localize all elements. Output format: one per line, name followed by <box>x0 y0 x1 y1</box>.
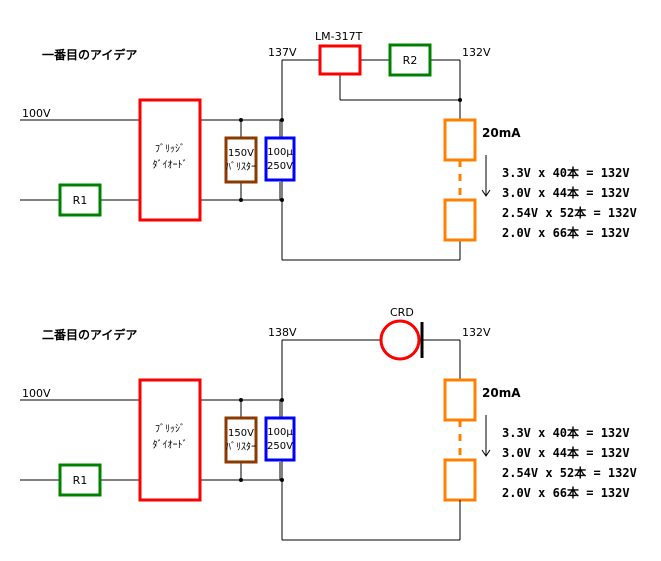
idea2-bridge-diode <box>138 378 202 502</box>
junction-dot <box>280 478 284 482</box>
junction-dot <box>239 118 243 122</box>
idea2-varistor-label-1: 150V <box>228 428 254 439</box>
junction-dot <box>458 98 462 102</box>
idea2-varistor <box>224 416 258 464</box>
idea1-r2-label: R2 <box>403 54 418 67</box>
idea2-led-bottom <box>443 458 477 502</box>
junction-dot <box>239 198 243 202</box>
idea2-combo-3: 2.54V x 52本 = 132V <box>502 465 637 480</box>
idea2-r1-label: R1 <box>73 474 88 487</box>
idea2-bridge-label-1: ﾌﾞﾘｯｼﾞ <box>155 423 185 435</box>
idea2-capacitor-label-1: 100μ <box>267 427 293 438</box>
idea2-combo-4: 2.0V x 66本 = 132V <box>502 485 630 500</box>
idea1-capacitor <box>264 136 296 182</box>
idea2-r1 <box>58 463 102 497</box>
junction-dot <box>239 398 243 402</box>
idea1-circuit: 一番目のアイデア 100V R1 ﾌﾞﾘｯｼﾞ ﾀﾞｲｵｰﾄﾞ <box>20 30 637 261</box>
junction-dot <box>280 118 284 122</box>
idea2-led-top <box>443 378 477 422</box>
idea2-v-before: 138V <box>268 326 297 339</box>
idea1-bridge-label-2: ﾀﾞｲｵｰﾄﾞ <box>153 159 188 171</box>
idea1-varistor-label-2: ﾊﾞﾘｽﾀｰ <box>226 161 256 173</box>
idea2-v-after: 132V <box>462 326 491 339</box>
idea1-r2 <box>388 43 432 77</box>
idea2-capacitor-label-2: 250V <box>267 441 293 452</box>
idea1-bridge-label-1: ﾌﾞﾘｯｼﾞ <box>155 143 185 155</box>
idea1-capacitor-label-1: 100μ <box>267 147 293 158</box>
idea2-varistor-label-2: ﾊﾞﾘｽﾀｰ <box>226 441 256 453</box>
idea2-arrow-head <box>481 449 491 457</box>
idea1-input-voltage: 100V <box>22 107 51 120</box>
idea1-arrow-head <box>481 189 491 197</box>
idea1-varistor <box>224 136 258 184</box>
junction-dot <box>239 478 243 482</box>
idea1-regulator-label: LM-317T <box>315 30 363 43</box>
idea1-capacitor-label-2: 250V <box>267 161 293 172</box>
idea1-combo-1: 3.3V x 40本 = 132V <box>502 165 630 180</box>
idea1-r1-label: R1 <box>73 194 88 207</box>
idea2-capacitor <box>264 416 296 462</box>
idea2-input-voltage: 100V <box>22 387 51 400</box>
idea2-current: 20mA <box>482 386 521 400</box>
idea1-title: 一番目のアイデア <box>42 47 137 62</box>
idea2-bridge-label-2: ﾀﾞｲｵｰﾄﾞ <box>153 439 188 451</box>
idea1-v-after: 132V <box>462 46 491 59</box>
idea2-crd <box>379 319 421 361</box>
junction-dot <box>280 398 284 402</box>
idea1-varistor-label-1: 150V <box>228 148 254 159</box>
idea1-combo-4: 2.0V x 66本 = 132V <box>502 225 630 240</box>
idea1-led-bottom <box>443 198 477 242</box>
idea2-crd-label: CRD <box>390 306 414 319</box>
idea1-v-before: 137V <box>268 46 297 59</box>
idea1-combo-3: 2.54V x 52本 = 132V <box>502 205 637 220</box>
idea1-bridge-diode <box>138 98 202 222</box>
idea2-combo-1: 3.3V x 40本 = 132V <box>502 425 630 440</box>
idea2-circuit: 二番目のアイデア 100V R1 ﾌﾞﾘｯｼﾞ ﾀﾞｲｵｰﾄﾞ 150V ﾊﾞﾘ… <box>20 306 637 541</box>
idea2-title: 二番目のアイデア <box>42 327 137 342</box>
idea1-combo-2: 3.0V x 44本 = 132V <box>502 185 630 200</box>
idea1-r1 <box>58 183 102 217</box>
idea1-led-top <box>443 118 477 162</box>
idea2-combo-2: 3.0V x 44本 = 132V <box>502 445 630 460</box>
idea1-current: 20mA <box>482 126 521 140</box>
idea1-regulator <box>318 44 362 76</box>
junction-dot <box>280 198 284 202</box>
